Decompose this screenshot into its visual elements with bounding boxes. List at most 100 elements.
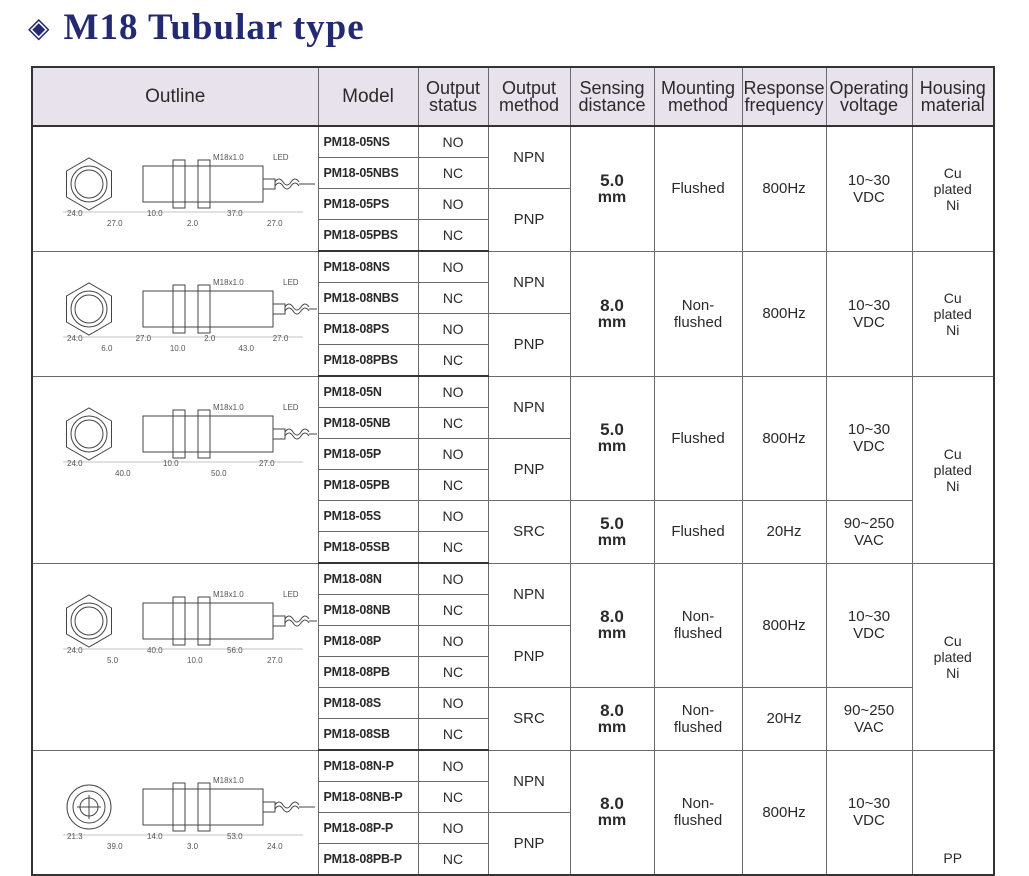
side-view-nut (197, 159, 211, 209)
response-frequency-cell: 800Hz (741, 749, 827, 876)
thread-label: M18x1.0 (213, 776, 244, 785)
response-frequency-cell: 800Hz (741, 125, 827, 252)
output-status-cell: NO (417, 125, 489, 158)
dim-label: 40.0 (147, 646, 163, 655)
side-view-nut (197, 409, 211, 458)
diamond-icon: ◈ (28, 11, 50, 43)
side-view-nut (197, 596, 211, 645)
cable-wave (274, 182, 300, 190)
mounting-method-cell: Non-flushed (653, 687, 743, 751)
response-frequency-cell: 800Hz (741, 562, 827, 688)
model-cell: PM18-05NS (317, 125, 419, 158)
thread-label: M18x1.0 (213, 153, 244, 162)
output-method-cell: PNP (487, 625, 571, 688)
dim-label: 2.0 (204, 334, 216, 343)
front-view-hex (66, 281, 112, 336)
mounting-method-cell: Non-flushed (653, 250, 743, 377)
led-label: LED (283, 590, 299, 599)
cable-wave (274, 801, 300, 809)
output-status-cell: NO (417, 562, 489, 595)
front-view-outer (66, 784, 112, 830)
mounting-method-cell: Non-flushed (653, 749, 743, 876)
side-view-cable-gland (272, 303, 286, 314)
dim-label: 5.0 (107, 656, 119, 665)
model-cell: PM18-05P (317, 438, 419, 470)
dim-label: 43.0 (238, 344, 254, 353)
side-view-nut (172, 409, 186, 458)
front-view-hex (66, 593, 112, 648)
mounting-method-cell: Flushed (653, 500, 743, 564)
output-method-cell: PNP (487, 188, 571, 252)
cable-wave (274, 805, 300, 813)
output-status-cell: NC (417, 781, 489, 813)
model-cell: PM18-08P (317, 625, 419, 657)
dim-label: 24.0 (67, 209, 83, 218)
model-cell: PM18-05PBS (317, 219, 419, 252)
front-view-inner (74, 419, 104, 448)
cable-wave (284, 428, 310, 435)
output-status-cell: NC (417, 531, 489, 564)
output-method-cell: NPN (487, 375, 571, 439)
model-cell: PM18-05NBS (317, 157, 419, 189)
dim-label: 27.0 (267, 219, 283, 228)
side-view-body (142, 415, 274, 452)
side-view-body (142, 602, 274, 639)
output-method-cell: NPN (487, 125, 571, 189)
dim-label: 2.0 (187, 219, 199, 228)
model-cell: PM18-08PB (317, 656, 419, 688)
led-label: LED (283, 278, 299, 287)
model-cell: PM18-08N-P (317, 749, 419, 782)
dim-label: 50.0 (211, 469, 227, 478)
output-method-cell: PNP (487, 313, 571, 377)
front-view-outer (70, 602, 108, 639)
side-view-nut (172, 782, 186, 832)
model-cell: PM18-08PBS (317, 344, 419, 377)
output-status-cell: NO (417, 375, 489, 408)
output-status-cell: NC (417, 157, 489, 189)
cable-wave (274, 178, 300, 186)
model-cell: PM18-08PS (317, 313, 419, 345)
output-method-cell: SRC (487, 500, 571, 564)
led-label: LED (273, 153, 289, 162)
cable-wave (284, 615, 310, 622)
side-view-nut (197, 782, 211, 832)
model-cell: PM18-08NBS (317, 282, 419, 314)
dim-label: 14.0 (147, 832, 163, 841)
cable-wave (284, 432, 310, 439)
mounting-method-cell: Non-flushed (653, 562, 743, 688)
output-status-cell: NO (417, 500, 489, 532)
model-cell: PM18-08N (317, 562, 419, 595)
side-view-cable-gland (272, 615, 286, 626)
response-frequency-cell: 800Hz (741, 250, 827, 377)
model-cell: PM18-05SB (317, 531, 419, 564)
thread-label: M18x1.0 (213, 278, 244, 287)
thread-label: M18x1.0 (213, 590, 244, 599)
